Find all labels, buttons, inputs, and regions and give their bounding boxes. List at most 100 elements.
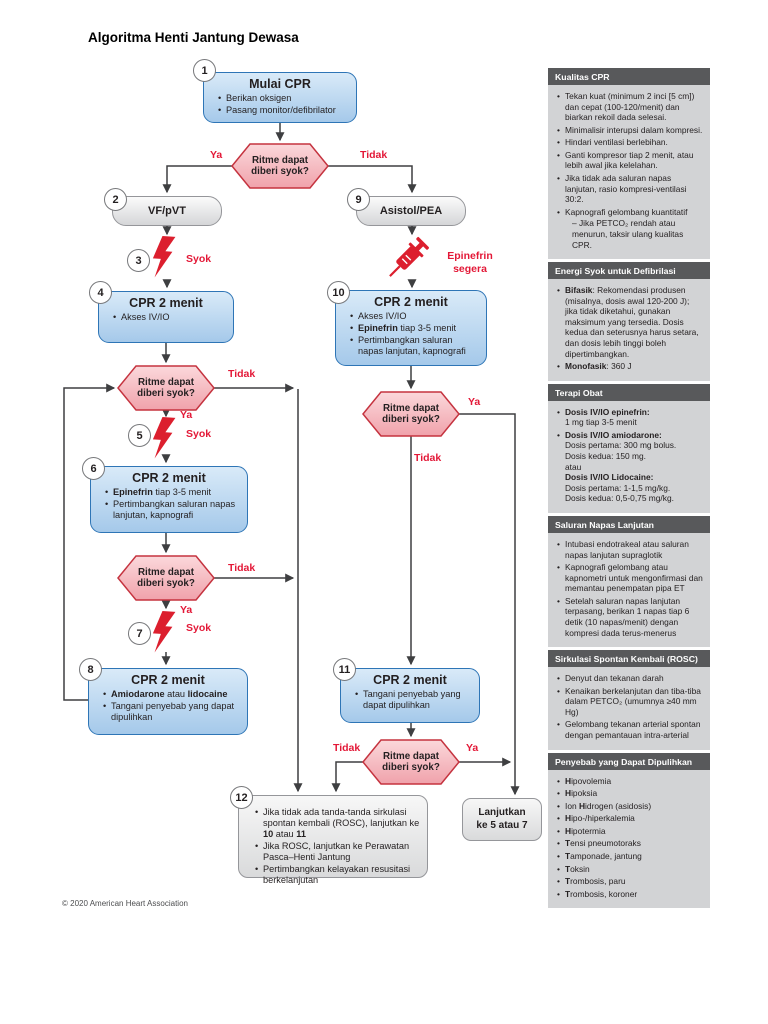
branch-tidak-label: Tidak <box>228 368 256 380</box>
step12-number: 12 <box>230 786 253 809</box>
sidebar-section-title: Energi Syok untuk Defibrilasi <box>548 262 710 280</box>
shock-label: Syok <box>186 622 212 634</box>
decision-5-label: Ritme dapat diberi syok? <box>382 751 440 774</box>
sidebar-section-body: Bifasik: Rekomendasi produsen (misalnya,… <box>548 279 710 381</box>
shock-icon <box>152 235 176 278</box>
branch-ya-label: Ya <box>210 149 223 161</box>
step8-bullets: Amiodarone atau lidocaineTangani penyeba… <box>95 689 241 723</box>
step11-bullets: Tangani penyebab yang dapat dipulihkan <box>347 689 473 711</box>
step12-bullets: Jika tidak ada tanda-tanda sirkulasi spo… <box>247 807 421 886</box>
step2-box: VF/pVT <box>112 196 222 226</box>
step10-box: CPR 2 menit Akses IV/IOEpinefrin tiap 3-… <box>335 290 487 366</box>
sidebar-section-title: Saluran Napas Lanjutan <box>548 515 710 533</box>
step4-title: CPR 2 menit <box>129 296 203 310</box>
sidebar-section-title: Terapi Obat <box>548 383 710 401</box>
step6-bullets: Epinefrin tiap 3-5 menitPertimbangkan sa… <box>97 487 241 521</box>
sidebar-section-body: HipovolemiaHipoksiaIon Hidrogen (asidosi… <box>548 769 710 909</box>
sidebar-item: Gelombang tekanan arterial spontan denga… <box>556 719 704 740</box>
step8-title: CPR 2 menit <box>131 673 205 687</box>
step11-number: 11 <box>333 658 356 681</box>
sidebar-section-title: Penyebab yang Dapat Dipulihkan <box>548 752 710 770</box>
sidebar-item: Jika tidak ada saluran napas lanjutan, r… <box>556 173 704 205</box>
page-title: Algoritma Henti Jantung Dewasa <box>88 30 299 45</box>
step1-title: Mulai CPR <box>249 77 311 91</box>
sidebar-section-body: Intubasi endotrakeal atau saluran napas … <box>548 532 710 648</box>
branch-tidak-label: Tidak <box>228 562 256 574</box>
sidebar-item: Hipo-/hiperkalemia <box>556 813 704 824</box>
copyright-text: © 2020 American Heart Association <box>62 899 188 908</box>
sidebar-item: Denyut dan tekanan darah <box>556 673 704 684</box>
sidebar-section-3: Terapi ObatDosis IV/IO epinefrin: 1 mg t… <box>548 383 710 513</box>
reference-sidebar: Kualitas CPR Tekan kuat (minimum 2 inci [… <box>548 68 710 909</box>
sidebar-item: Trombosis, paru <box>556 876 704 887</box>
sidebar-item: Tekan kuat (minimum 2 inci [5 cm]) dan c… <box>556 91 704 123</box>
sidebar-item: Tamponade, jantung <box>556 851 704 862</box>
sidebar-item: Kapnografi gelombang atau kapnometri unt… <box>556 562 704 594</box>
sidebar-item: Intubasi endotrakeal atau saluran napas … <box>556 539 704 560</box>
sidebar-item: Dosis IV/IO epinefrin: 1 mg tiap 3-5 men… <box>556 407 704 428</box>
goto-5-or-7-box: Lanjutkan ke 5 atau 7 <box>462 798 542 841</box>
sidebar-item: – Jika PETCO₂ rendah atau menurun, taksi… <box>572 218 684 250</box>
step10-number: 10 <box>327 281 350 304</box>
step2-number: 2 <box>104 188 127 211</box>
shock-icon <box>152 610 176 653</box>
sidebar-section-1: Kualitas CPR Tekan kuat (minimum 2 inci [… <box>548 68 710 260</box>
step1-bullets: Berikan oksigenPasang monitor/defibrilat… <box>210 93 350 116</box>
sidebar-item: Dosis IV/IO amiodarone: Dosis pertama: 3… <box>556 430 704 504</box>
sidebar-section-4: Saluran Napas LanjutanIntubasi endotrake… <box>548 515 710 648</box>
step8-box: CPR 2 menit Amiodarone atau lidocaineTan… <box>88 668 248 735</box>
step7-number: 7 <box>128 622 151 645</box>
step4-number: 4 <box>89 281 112 304</box>
shock-label: Syok <box>186 253 212 265</box>
sidebar-section-body: Tekan kuat (minimum 2 inci [5 cm]) dan c… <box>548 85 710 260</box>
step4-box: CPR 2 menit Akses IV/IO <box>98 291 234 343</box>
step1-number: 1 <box>193 59 216 82</box>
step5-number: 5 <box>128 424 151 447</box>
sidebar-item: Hindari ventilasi berlebihan. <box>556 137 704 148</box>
syringe-icon <box>389 236 430 277</box>
decision-1-label: Ritme dapat diberi syok? <box>251 155 309 178</box>
branch-tidak-label: Tidak <box>333 742 361 754</box>
epinephrine-now-label: Epinefrin segera <box>447 250 493 275</box>
step11-box: CPR 2 menit Tangani penyebab yang dapat … <box>340 668 480 723</box>
step10-bullets: Akses IV/IOEpinefrin tiap 3-5 menitPerti… <box>342 311 480 357</box>
sidebar-item: Minimalisir interupsi dalam kompresi. <box>556 125 704 136</box>
sidebar-section-body: Denyut dan tekanan darahKenaikan berkela… <box>548 667 710 750</box>
sidebar-item: Ganti kompresor tiap 2 menit, atau lebih… <box>556 150 704 171</box>
sidebar-section-5: Sirkulasi Spontan Kembali (ROSC)Denyut d… <box>548 650 710 750</box>
branch-ya-label: Ya <box>180 604 193 616</box>
sidebar-section-body: Dosis IV/IO epinefrin: 1 mg tiap 3-5 men… <box>548 400 710 513</box>
step6-box: CPR 2 menit Epinefrin tiap 3-5 menitPert… <box>90 466 248 533</box>
shock-label: Syok <box>186 428 212 440</box>
branch-ya-label: Ya <box>180 409 193 421</box>
sidebar-item: Kenaikan berkelanjutan dan tiba-tiba dal… <box>556 686 704 718</box>
shock-icon <box>152 416 176 459</box>
step9-box: Asistol/PEA <box>356 196 466 226</box>
decision-4-label: Ritme dapat diberi syok? <box>382 403 440 426</box>
step3-number: 3 <box>127 249 150 272</box>
sidebar-item: Bifasik: Rekomendasi produsen (misalnya,… <box>556 285 704 359</box>
decision-2-label: Ritme dapat diberi syok? <box>137 377 195 400</box>
step9-number: 9 <box>347 188 370 211</box>
sidebar-section-title: Kualitas CPR <box>548 68 710 85</box>
sidebar-item: Kapnografi gelombang kuantitatif <box>556 207 704 218</box>
sidebar-section-6: Penyebab yang Dapat DipulihkanHipovolemi… <box>548 752 710 909</box>
step8-number: 8 <box>79 658 102 681</box>
step11-title: CPR 2 menit <box>373 673 447 687</box>
step10-title: CPR 2 menit <box>374 295 448 309</box>
branch-ya-label: Ya <box>466 742 479 754</box>
sidebar-item: Hipotermia <box>556 826 704 837</box>
sidebar-item: Trombosis, koroner <box>556 889 704 900</box>
sidebar-item: Monofasik: 360 J <box>556 361 704 372</box>
sidebar-item: Setelah saluran napas lanjutan terpasang… <box>556 596 704 638</box>
step6-title: CPR 2 menit <box>132 471 206 485</box>
decision-3-label: Ritme dapat diberi syok? <box>137 567 195 590</box>
branch-tidak-label: Tidak <box>414 452 442 464</box>
sidebar-item: Ion Hidrogen (asidosis) <box>556 801 704 812</box>
branch-ya-label: Ya <box>468 396 481 408</box>
step4-bullets: Akses IV/IO <box>105 312 227 323</box>
branch-tidak-label: Tidak <box>360 149 388 161</box>
sidebar-item: Tensi pneumotoraks <box>556 838 704 849</box>
sidebar-section-title: Sirkulasi Spontan Kembali (ROSC) <box>548 650 710 668</box>
